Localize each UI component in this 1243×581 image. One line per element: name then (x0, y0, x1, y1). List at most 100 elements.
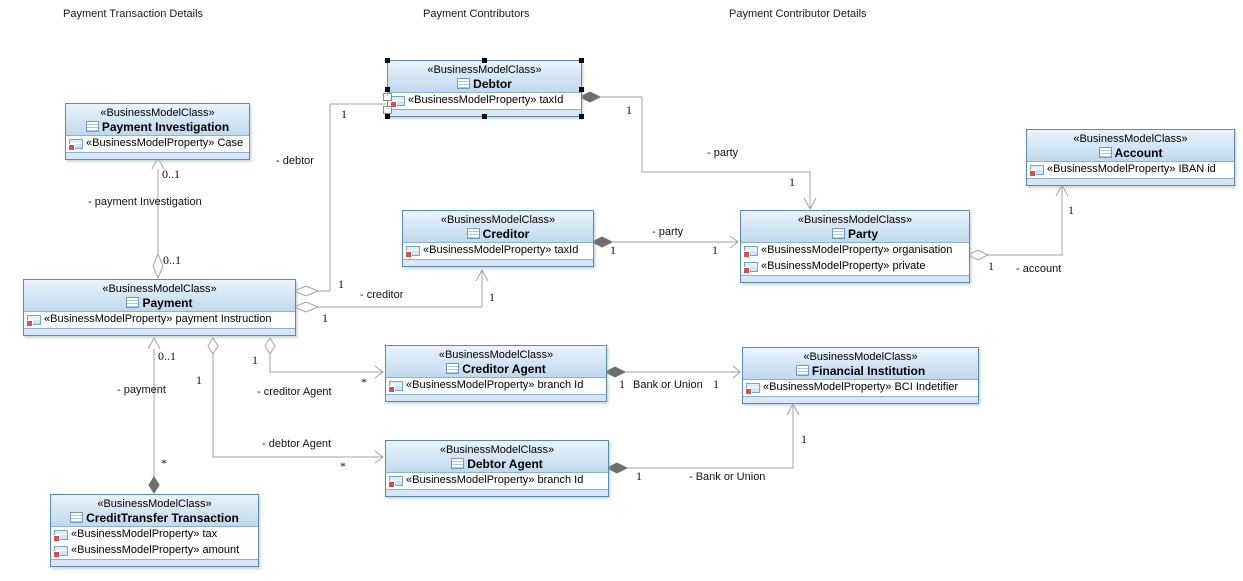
class-icon (457, 78, 471, 89)
multiplicity-label[interactable]: * (161, 456, 167, 470)
multiplicity-label[interactable]: 1 (626, 103, 632, 117)
multiplicity-label[interactable]: 1 (789, 175, 795, 189)
attribute-row[interactable]: «BusinessModelProperty» payment Instruct… (24, 312, 295, 329)
connector-payment-debtor-agent[interactable] (207, 337, 384, 464)
role-label[interactable]: - debtor Agent (262, 438, 332, 450)
class-stereotype: «BusinessModelClass» (100, 107, 215, 119)
compartment-collapse-icon[interactable]: - (383, 106, 392, 114)
class-name: Account (1114, 146, 1163, 160)
selection-handle[interactable] (482, 58, 487, 63)
attribute-row[interactable]: «BusinessModelProperty» organisation (741, 243, 969, 259)
operations-compartment (403, 260, 593, 266)
multiplicity-label[interactable]: 1 (252, 353, 258, 367)
attribute-row[interactable]: «BusinessModelProperty» Case (66, 136, 249, 153)
role-label[interactable]: - payment Investigation (88, 196, 202, 208)
compartment-collapse-icon[interactable]: - (383, 93, 392, 101)
class-icon (451, 458, 465, 469)
class-stereotype: «BusinessModelClass» (440, 214, 556, 226)
class-box-debtor-agent[interactable]: «BusinessModelClass» Debtor Agent «Busin… (385, 440, 609, 497)
multiplicity-label[interactable]: 1 (610, 243, 616, 257)
connector-party-account[interactable] (966, 183, 1069, 261)
connector-debtor-party[interactable] (578, 91, 817, 211)
attribute-row[interactable]: «BusinessModelProperty» tax (51, 527, 258, 543)
role-label[interactable]: - creditor (360, 289, 404, 301)
multiplicity-label[interactable]: 0..1 (158, 349, 176, 363)
lane-header-contributor-details: Payment Contributor Details (729, 8, 867, 20)
connector-creditor-party[interactable] (590, 235, 739, 249)
class-box-creditor[interactable]: «BusinessModelClass» Creditor «BusinessM… (402, 210, 594, 267)
connector-payment-creditor[interactable] (292, 268, 489, 313)
multiplicity-label[interactable]: * (361, 375, 367, 389)
multiplicity-label[interactable]: 1 (341, 107, 347, 121)
multiplicity-label[interactable]: 1 (801, 432, 807, 446)
multiplicity-label[interactable]: 1 (988, 259, 994, 273)
class-icon (70, 512, 84, 523)
role-label[interactable]: - payment (117, 384, 166, 396)
attribute-row[interactable]: «BusinessModelProperty» amount (51, 543, 258, 560)
property-icon (68, 138, 83, 151)
operations-compartment (388, 110, 581, 116)
connector-payment-creditor-agent[interactable] (264, 337, 384, 379)
role-label[interactable]: - debtor (276, 155, 314, 167)
connector-payment-debtor[interactable] (292, 103, 386, 297)
connector-payment-investigation[interactable] (151, 156, 165, 280)
multiplicity-label[interactable]: 1 (713, 377, 719, 391)
attribute-row[interactable]: «BusinessModelProperty» branch Id (386, 473, 608, 490)
selection-handle[interactable] (385, 58, 390, 63)
class-box-account[interactable]: «BusinessModelClass» Account «BusinessMo… (1026, 129, 1235, 186)
role-label[interactable]: Bank or Union (633, 379, 703, 391)
property-icon (1029, 164, 1044, 177)
multiplicity-label[interactable]: 1 (489, 290, 495, 304)
property-icon (390, 95, 405, 108)
connector-creditor-agent-fi[interactable] (603, 365, 741, 379)
multiplicity-label[interactable]: 0..1 (162, 167, 180, 181)
class-name: Creditor Agent (462, 362, 546, 376)
selection-handle[interactable] (482, 114, 487, 119)
class-stereotype: «BusinessModelClass» (803, 351, 918, 363)
selection-handle[interactable] (385, 87, 390, 92)
class-box-payment[interactable]: «BusinessModelClass» Payment «BusinessMo… (23, 279, 296, 336)
attribute-row[interactable]: «BusinessModelProperty» branch Id (386, 378, 606, 395)
class-box-payment-investigation[interactable]: «BusinessModelClass» Payment Investigati… (65, 103, 250, 160)
selection-handle[interactable] (579, 114, 584, 119)
class-name: Payment Investigation (101, 120, 230, 134)
attribute-row[interactable]: «BusinessModelProperty» BCI Indetifier (743, 380, 978, 397)
lane-header-transaction-details: Payment Transaction Details (63, 8, 204, 20)
attribute-row[interactable]: «BusinessModelProperty» taxId (388, 93, 581, 110)
operations-compartment (386, 490, 608, 496)
class-box-credittransfer-transaction[interactable]: «BusinessModelClass» CreditTransfer Tran… (50, 494, 259, 567)
multiplicity-label[interactable]: 1 (712, 243, 718, 257)
property-icon (53, 529, 68, 542)
role-label[interactable]: - party (707, 147, 739, 159)
connector-debtor-agent-fi[interactable] (605, 402, 800, 474)
operations-compartment (386, 395, 606, 401)
attribute-row[interactable]: «BusinessModelProperty» taxId (403, 243, 593, 260)
selection-handle[interactable] (579, 87, 584, 92)
attribute-row[interactable]: «BusinessModelProperty» private (741, 259, 969, 276)
role-label[interactable]: - party (652, 226, 684, 238)
class-box-debtor[interactable]: «BusinessModelClass» Debtor «BusinessMod… (383, 58, 584, 119)
multiplicity-label[interactable]: * (340, 459, 346, 473)
role-label[interactable]: - Bank or Union (689, 471, 766, 483)
selection-handle[interactable] (385, 114, 390, 119)
role-label[interactable]: - account (1016, 263, 1062, 275)
multiplicity-label[interactable]: 1 (338, 277, 344, 291)
class-box-financial-institution[interactable]: «BusinessModelClass» Financial Instituti… (742, 347, 979, 404)
class-box-party[interactable]: «BusinessModelClass» Party «BusinessMode… (740, 210, 970, 283)
property-icon (53, 545, 68, 558)
multiplicity-label[interactable]: 1 (1068, 203, 1074, 217)
multiplicity-label[interactable]: 1 (322, 311, 328, 325)
multiplicity-label[interactable]: 0..1 (163, 253, 181, 267)
connector-ctt-payment[interactable] (147, 336, 161, 494)
multiplicity-label[interactable]: 1 (196, 373, 202, 387)
class-stereotype: «BusinessModelClass» (438, 349, 554, 361)
class-box-creditor-agent[interactable]: «BusinessModelClass» Creditor Agent «Bus… (385, 345, 607, 402)
attribute-row[interactable]: «BusinessModelProperty» IBAN id (1027, 162, 1234, 179)
multiplicity-label[interactable]: 1 (619, 377, 625, 391)
property-icon (743, 245, 758, 258)
multiplicity-label[interactable]: 1 (636, 469, 642, 483)
class-icon (126, 297, 140, 308)
selection-handle[interactable] (579, 58, 584, 63)
role-label[interactable]: - creditor Agent (257, 386, 332, 398)
